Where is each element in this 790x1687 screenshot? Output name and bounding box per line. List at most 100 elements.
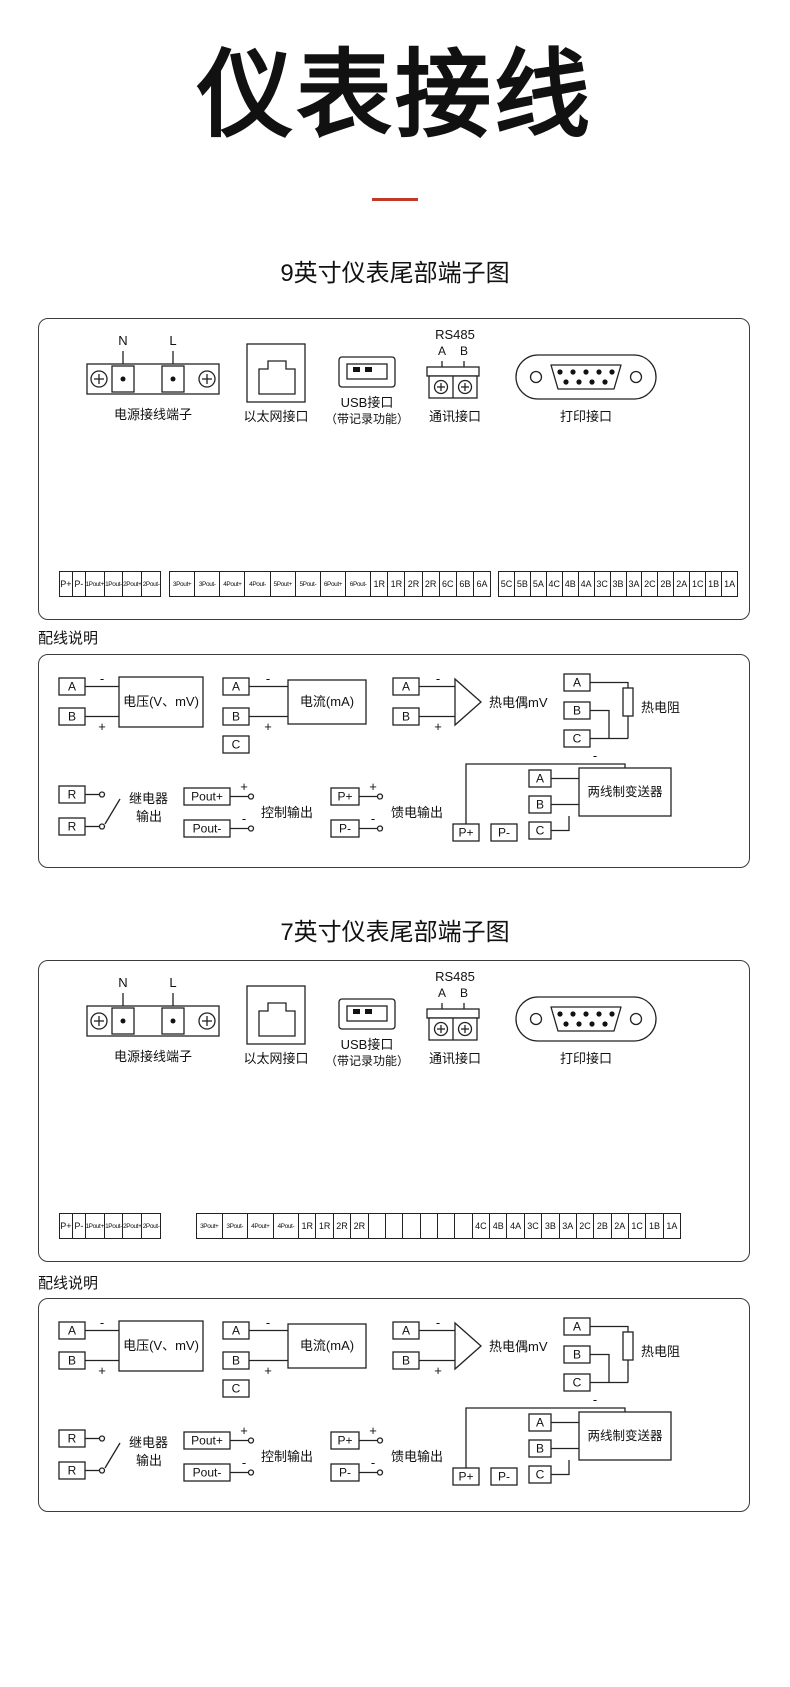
rtd-label: 热电阻: [641, 700, 680, 715]
thermocouple-input-group: A B - + 热电偶mV: [392, 1315, 548, 1378]
rs485-pin-b-label: B: [459, 986, 468, 1000]
terminal-b-label: B: [536, 798, 544, 812]
terminal-cell: P+: [60, 579, 72, 589]
terminal-cell: 2B: [593, 1214, 610, 1238]
terminal-strip-1: P+P-1Pout+1Pout-2Pout+2Pout-: [59, 1213, 161, 1239]
relay-label-line2: 输出: [136, 809, 162, 824]
printer-port-caption: 打印接口: [559, 409, 612, 424]
p-minus-label: P-: [498, 826, 510, 840]
terminal-cell: 4B: [489, 1214, 506, 1238]
terminal-b-label: B: [536, 1442, 544, 1456]
ethernet-port-icon: [246, 985, 306, 1045]
minus-sign: -: [371, 811, 375, 826]
power-l-label: L: [169, 333, 177, 348]
terminal-cell: 2C: [641, 572, 657, 596]
terminal-cell: 5Pout-: [294, 572, 320, 596]
rs485-pin-a-label: A: [437, 344, 446, 358]
relay-terminal-label: R: [68, 1432, 77, 1446]
thermocouple-label: 热电偶mV: [489, 695, 548, 710]
terminal-cell: 3B: [541, 1214, 558, 1238]
terminal-cell: 3Pout+: [200, 1222, 219, 1230]
power-caption: 电源接线端子: [113, 1049, 192, 1064]
terminal-cell: [384, 1214, 402, 1238]
terminal-b-label: B: [573, 1348, 581, 1362]
thermocouple-input-group: A B - + 热电偶mV: [392, 671, 548, 734]
rtd-input-group: A B C 热电阻: [563, 673, 680, 748]
terminal-cell: 2R: [421, 572, 439, 596]
terminal-cell: P-: [71, 572, 85, 596]
p-minus-label: P-: [339, 822, 351, 836]
terminal-cell: P-: [71, 1214, 85, 1238]
terminal-cell: 3Pout-: [221, 1214, 248, 1238]
minus-sign: -: [266, 671, 270, 686]
terminal-cell: 2Pout+: [122, 572, 141, 596]
wiring-section-label: 配线说明: [38, 630, 99, 647]
terminal-cell: 2A: [610, 1214, 628, 1238]
terminal-cell: 4A: [577, 572, 594, 596]
terminal-cell: 1B: [705, 572, 721, 596]
terminal-cell: [402, 1214, 419, 1238]
terminal-a-label: A: [573, 676, 581, 690]
terminal-a-label: A: [232, 680, 240, 694]
terminal-c-label: C: [536, 824, 545, 838]
terminal-cell: 5C: [500, 579, 513, 589]
terminal-c-label: C: [573, 732, 582, 746]
section-title-9inch: 9英寸仪表尾部端子图: [280, 260, 510, 287]
terminal-a-label: A: [536, 772, 544, 786]
minus-sign: -: [242, 811, 246, 826]
ethernet-port-icon: [246, 343, 306, 403]
terminal-cell: 1B: [645, 1214, 662, 1238]
usb-caption: USB接口: [340, 395, 394, 410]
terminal-cell: 2A: [673, 572, 689, 596]
terminal-c-label: C: [536, 1468, 545, 1482]
terminal-cell: 3Pout-: [194, 572, 219, 596]
pout-minus-label: Pout-: [193, 1466, 222, 1480]
current-input-group: A B C - + 电流(mA): [222, 671, 367, 754]
voltage-label: 电压(V、mV): [123, 1338, 199, 1353]
terminal-cell: 5B: [513, 572, 530, 596]
current-input-group: A B C - + 电流(mA): [222, 1315, 367, 1398]
minus-sign: -: [266, 1315, 270, 1330]
terminal-cell: 1C: [689, 572, 705, 596]
minus-sign: -: [371, 1455, 375, 1470]
power-terminal-icon: [86, 351, 220, 395]
p-minus-label: P-: [498, 1470, 510, 1484]
rtd-input-group: A B C 热电阻: [563, 1317, 680, 1392]
terminal-c-label: C: [232, 738, 241, 752]
rs485-title: RS485: [435, 969, 475, 984]
p-plus-label: P+: [337, 1434, 352, 1448]
relay-label-line1: 继电器: [129, 791, 168, 806]
feed-output-group: P+ P- + - 馈电输出: [330, 1423, 443, 1482]
comm-port-caption: 通讯接口: [428, 1051, 481, 1066]
feed-output-group: P+ P- + - 馈电输出: [330, 779, 443, 838]
voltage-label: 电压(V、mV): [123, 694, 199, 709]
terminal-c-label: C: [232, 1382, 241, 1396]
terminal-cell: 4Pout-: [272, 1214, 299, 1238]
terminal-cell: 2C: [575, 1214, 593, 1238]
p-plus-label: P+: [458, 826, 473, 840]
terminal-cell: 1A: [721, 572, 737, 596]
relay-terminal-label: R: [68, 820, 77, 834]
usb-caption-line2: （带记录功能）: [324, 1054, 409, 1068]
transmitter-group: P+ P- A B C - 两线制变送器: [452, 1392, 672, 1486]
power-l-label: L: [169, 975, 177, 990]
minus-sign: -: [593, 748, 597, 763]
terminal-b-label: B: [402, 710, 410, 724]
plus-sign: +: [240, 1423, 248, 1438]
relay-label-line1: 继电器: [129, 1435, 168, 1450]
terminal-cell: 1R: [387, 572, 404, 596]
wiring-diagram: A B - + 电压(V、mV) A B C - + 电流(mA) A B - …: [58, 1315, 680, 1486]
terminal-cell: 3Pout+: [172, 580, 192, 588]
terminal-cell: 1A: [662, 1214, 680, 1238]
terminal-cell: P+: [60, 1221, 72, 1231]
plus-sign: +: [264, 719, 272, 734]
terminal-b-label: B: [573, 704, 581, 718]
transmitter-label: 两线制变送器: [587, 1428, 663, 1443]
terminal-cell: 1Pout+: [84, 1214, 104, 1238]
terminal-cell: 4C: [545, 572, 562, 596]
terminal-cell: 2R: [350, 1214, 367, 1238]
terminal-cell: 4A: [506, 1214, 523, 1238]
terminal-a-label: A: [68, 1324, 76, 1338]
minus-sign: -: [436, 671, 440, 686]
